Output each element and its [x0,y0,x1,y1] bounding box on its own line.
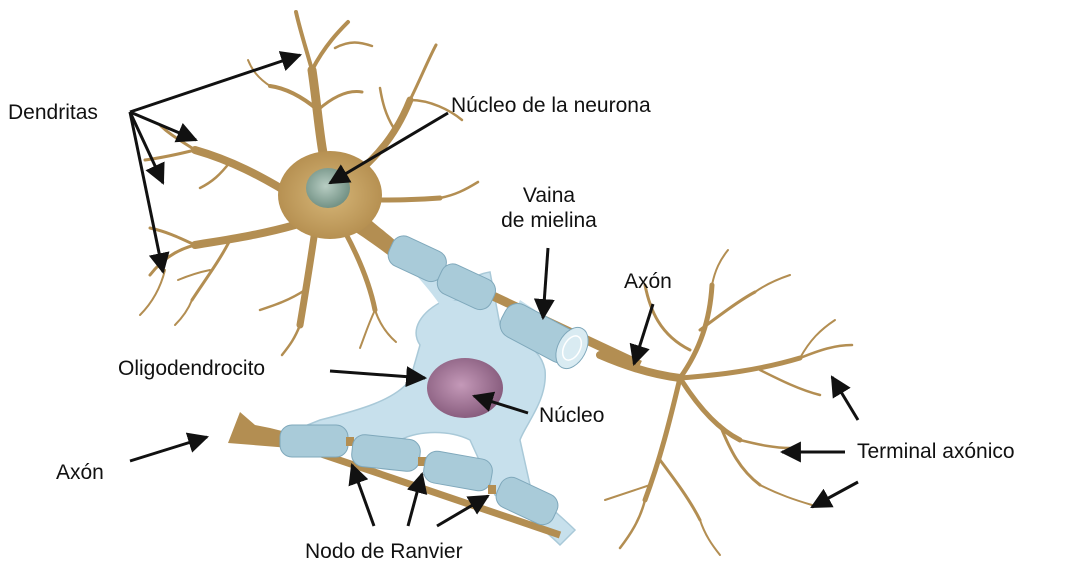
label-vaina-line2: de mielina [484,208,614,233]
arrow-vaina [543,248,548,318]
arrow-terminal-1 [832,377,858,420]
arrow-nucleo-neurona [330,113,448,183]
arrow-dendritas-4 [130,112,163,272]
label-nucleo-neurona: Núcleo de la neurona [451,95,651,116]
label-vaina-line1: Vaina [484,183,614,208]
label-terminal-axonico: Terminal axónico [857,441,1015,462]
arrow-axon-top [634,304,653,364]
label-oligodendrocito: Oligodendrocito [118,358,265,379]
axon-terminal-tree [600,250,852,555]
label-nodo-ranvier: Nodo de Ranvier [305,541,463,562]
arrow-dendritas-1 [130,55,300,112]
label-vaina-de-mielina: Vaina de mielina [484,183,614,233]
label-nucleo: Núcleo [539,405,604,426]
node-of-ranvier [488,485,496,494]
arrow-axon-left [130,437,207,461]
label-dendritas: Dendritas [8,102,98,123]
oligodendrocyte-nucleus [427,358,503,418]
label-axon-top: Axón [624,271,672,292]
arrow-terminal-3 [812,482,858,507]
label-axon-left: Axón [56,462,104,483]
arrow-oligodendrocito [330,371,425,378]
